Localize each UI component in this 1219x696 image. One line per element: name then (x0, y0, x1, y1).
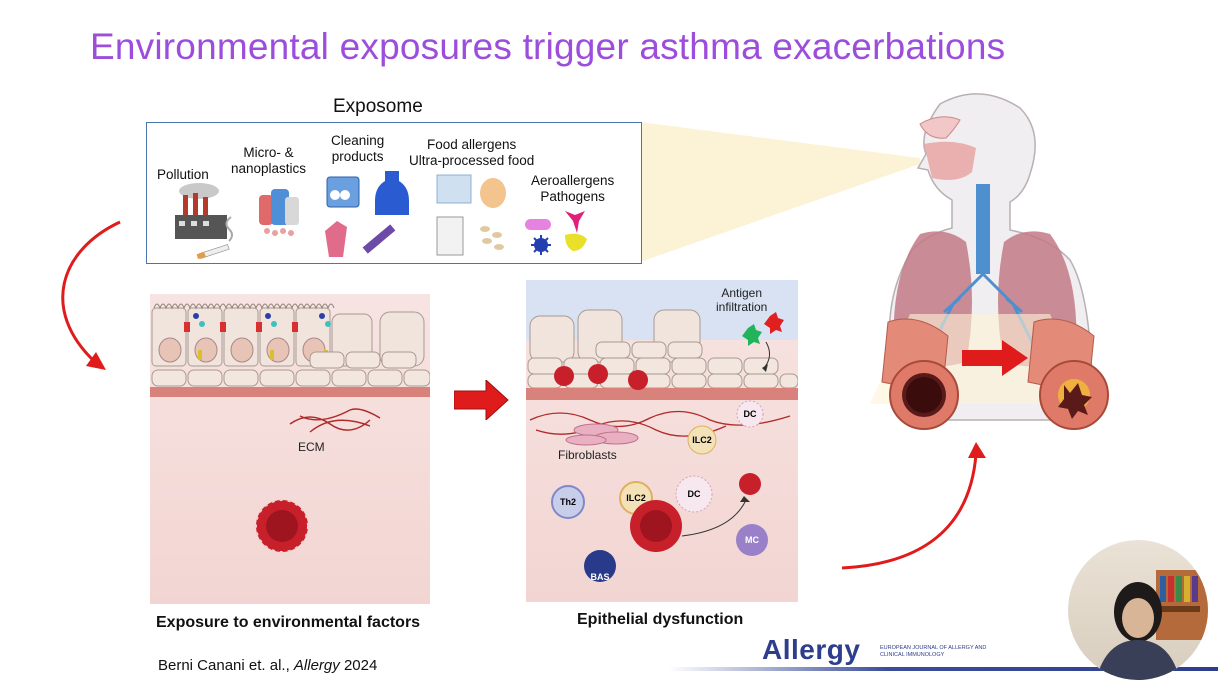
curved-arrow-right (840, 440, 1000, 580)
factory-icon (175, 183, 227, 239)
slide-title: Environmental exposures trigger asthma e… (90, 26, 1005, 68)
exposome-icons (147, 123, 641, 263)
ilc2-bottom-label: ILC2 (626, 493, 646, 503)
cleaning-products-icon (325, 171, 409, 257)
red-arrow-middle (454, 380, 510, 420)
plastic-bottles-icon (259, 189, 299, 236)
curved-arrow-left (40, 220, 130, 380)
pathogens-icon (525, 211, 587, 255)
th2-label: Th2 (560, 497, 576, 507)
fibroblasts-label: Fibroblasts (558, 448, 617, 462)
right-tissue-panel: ILC2 DC Th2 ILC2 DC BAS MC Antigen infil… (526, 280, 798, 602)
right-panel-caption: Epithelial dysfunction (577, 611, 743, 629)
presenter-avatar (1068, 540, 1208, 680)
epithelium-healthy-illustration (150, 294, 430, 604)
citation: Berni Canani et. al., Allergy 2024 (158, 657, 377, 674)
epithelium-dysfunction-illustration: ILC2 DC Th2 ILC2 DC BAS MC (526, 280, 798, 602)
airway-cross-sections (878, 300, 1128, 450)
ilc2-top-label: ILC2 (692, 435, 712, 445)
exposome-box: Pollution Micro- & nanoplastics Cleaning… (146, 122, 642, 264)
ecm-label: ECM (298, 440, 325, 454)
antigen-infiltration-label: Antigen infiltration (716, 286, 767, 314)
presenter-webcam-video[interactable] (1068, 540, 1208, 680)
dc-bottom-label: DC (688, 489, 701, 499)
mc-label: MC (745, 535, 759, 545)
left-panel-caption: Exposure to environmental factors (156, 614, 420, 632)
allergy-journal-logo: Allergy (762, 634, 860, 666)
food-allergens-icon (437, 175, 506, 255)
dc-top-label: DC (744, 409, 757, 419)
bas-label: BAS (590, 572, 609, 582)
allergy-journal-subtitle: EUROPEAN JOURNAL OF ALLERGY AND CLINICAL… (880, 645, 1000, 659)
left-tissue-panel: ECM (150, 294, 430, 604)
exposome-heading: Exposome (333, 96, 423, 118)
